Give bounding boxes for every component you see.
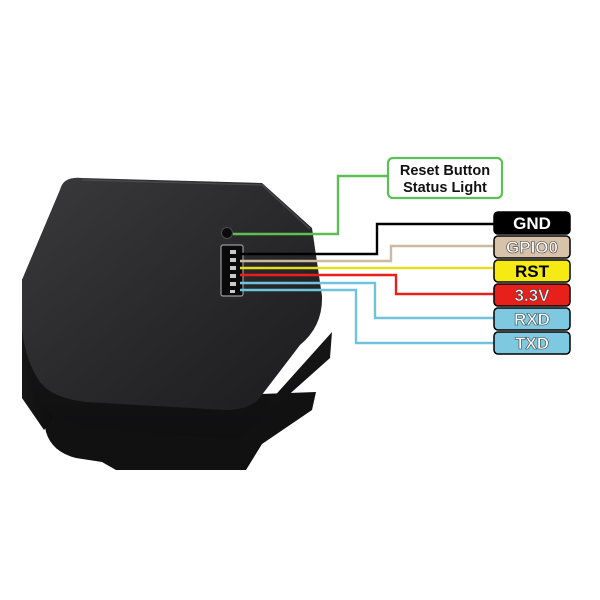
txd-label-box	[493, 331, 571, 355]
rxd-label-box	[493, 307, 571, 331]
pin-hole	[230, 282, 236, 286]
pin-header-holes	[230, 250, 236, 293]
gpio0-label-box	[493, 235, 571, 259]
v33-wire	[240, 273, 494, 296]
txd-label: TXD	[515, 334, 549, 353]
relay-module-device	[22, 177, 332, 470]
rxd-label: RXD	[514, 310, 550, 329]
pin-hole	[230, 258, 236, 262]
pin-hole	[230, 250, 236, 254]
reset-status-callout-box	[386, 156, 504, 200]
gnd-label: GND	[513, 214, 551, 233]
callout-line-1: Reset Button	[400, 163, 490, 179]
rxd-wire	[240, 281, 494, 320]
pin-wires	[240, 222, 494, 345]
gnd-label-box	[493, 211, 571, 235]
pin-hole	[230, 266, 236, 270]
device-front-face	[22, 280, 332, 440]
pin-hole	[230, 274, 236, 278]
callout-line-2: Status Light	[403, 180, 487, 196]
reset-status-callout: Reset Button Status Light	[386, 156, 504, 200]
reset-status-wire	[233, 174, 390, 236]
device-top-face	[22, 177, 323, 410]
rst-label-box	[493, 259, 571, 283]
gnd-wire	[240, 222, 494, 256]
pin-hole	[230, 290, 235, 293]
v33-label-box	[493, 283, 571, 307]
gpio0-wire	[240, 244, 494, 263]
pin-labels: GND GPIO0 RST 3.3V RXD TXD	[493, 211, 571, 355]
reset-button-status-light	[221, 227, 233, 239]
gpio0-label: GPIO0	[506, 238, 558, 257]
device-top-edge-highlight	[81, 179, 311, 230]
v33-label: 3.3V	[515, 286, 551, 305]
rst-label: RST	[515, 262, 550, 281]
pin-header-connector	[220, 244, 244, 297]
txd-wire	[240, 288, 494, 345]
